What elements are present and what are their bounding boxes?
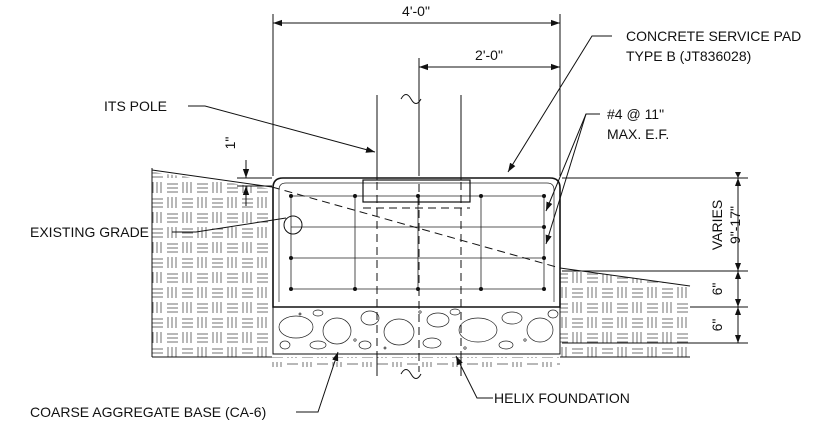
earth-hatch [151,168,690,367]
leader-rebar [545,113,600,245]
rebar-grid [289,194,546,291]
label-concrete-pad-line1: CONCRETE SERVICE PAD [626,28,801,44]
label-existing-grade: EXISTING GRADE [30,224,149,240]
its-pole-shaft [376,94,462,379]
label-rebar-line1: #4 @ 11" [607,106,664,122]
dimension-half-width [418,58,560,176]
dim-label-width-overall: 4'-0" [402,3,430,19]
leader-coarse-aggregate [296,351,339,413]
dim-label-base-depth: 6" [709,319,725,332]
dim-label-offset-top: 1" [222,137,238,150]
dimension-overall-width [272,14,561,176]
dimension-vertical-chain [562,172,748,344]
label-helix-foundation: HELIX FOUNDATION [494,390,630,406]
concrete-pad [272,177,561,308]
pole-base-plate [362,179,471,209]
dim-label-pad-lower: 6" [709,283,725,296]
label-concrete-pad-line2: TYPE B (JT836028) [626,48,751,64]
leader-concrete-pad [507,35,612,173]
aggregate-base [272,306,561,355]
dimension-top-offset [237,160,272,206]
leader-helix-foundation [455,355,493,399]
label-its-pole: ITS POLE [104,98,167,114]
dim-label-varies: VARIES [709,200,725,250]
dim-label-varies-range: 9"-17" [727,206,743,244]
label-coarse-aggregate: COARSE AGGREGATE BASE (CA-6) [30,404,266,420]
leader-its-pole [188,105,376,153]
leader-existing-grade [172,215,303,235]
dim-label-width-half: 2'-0" [475,47,503,63]
label-rebar-line2: MAX. E.F. [607,126,669,142]
